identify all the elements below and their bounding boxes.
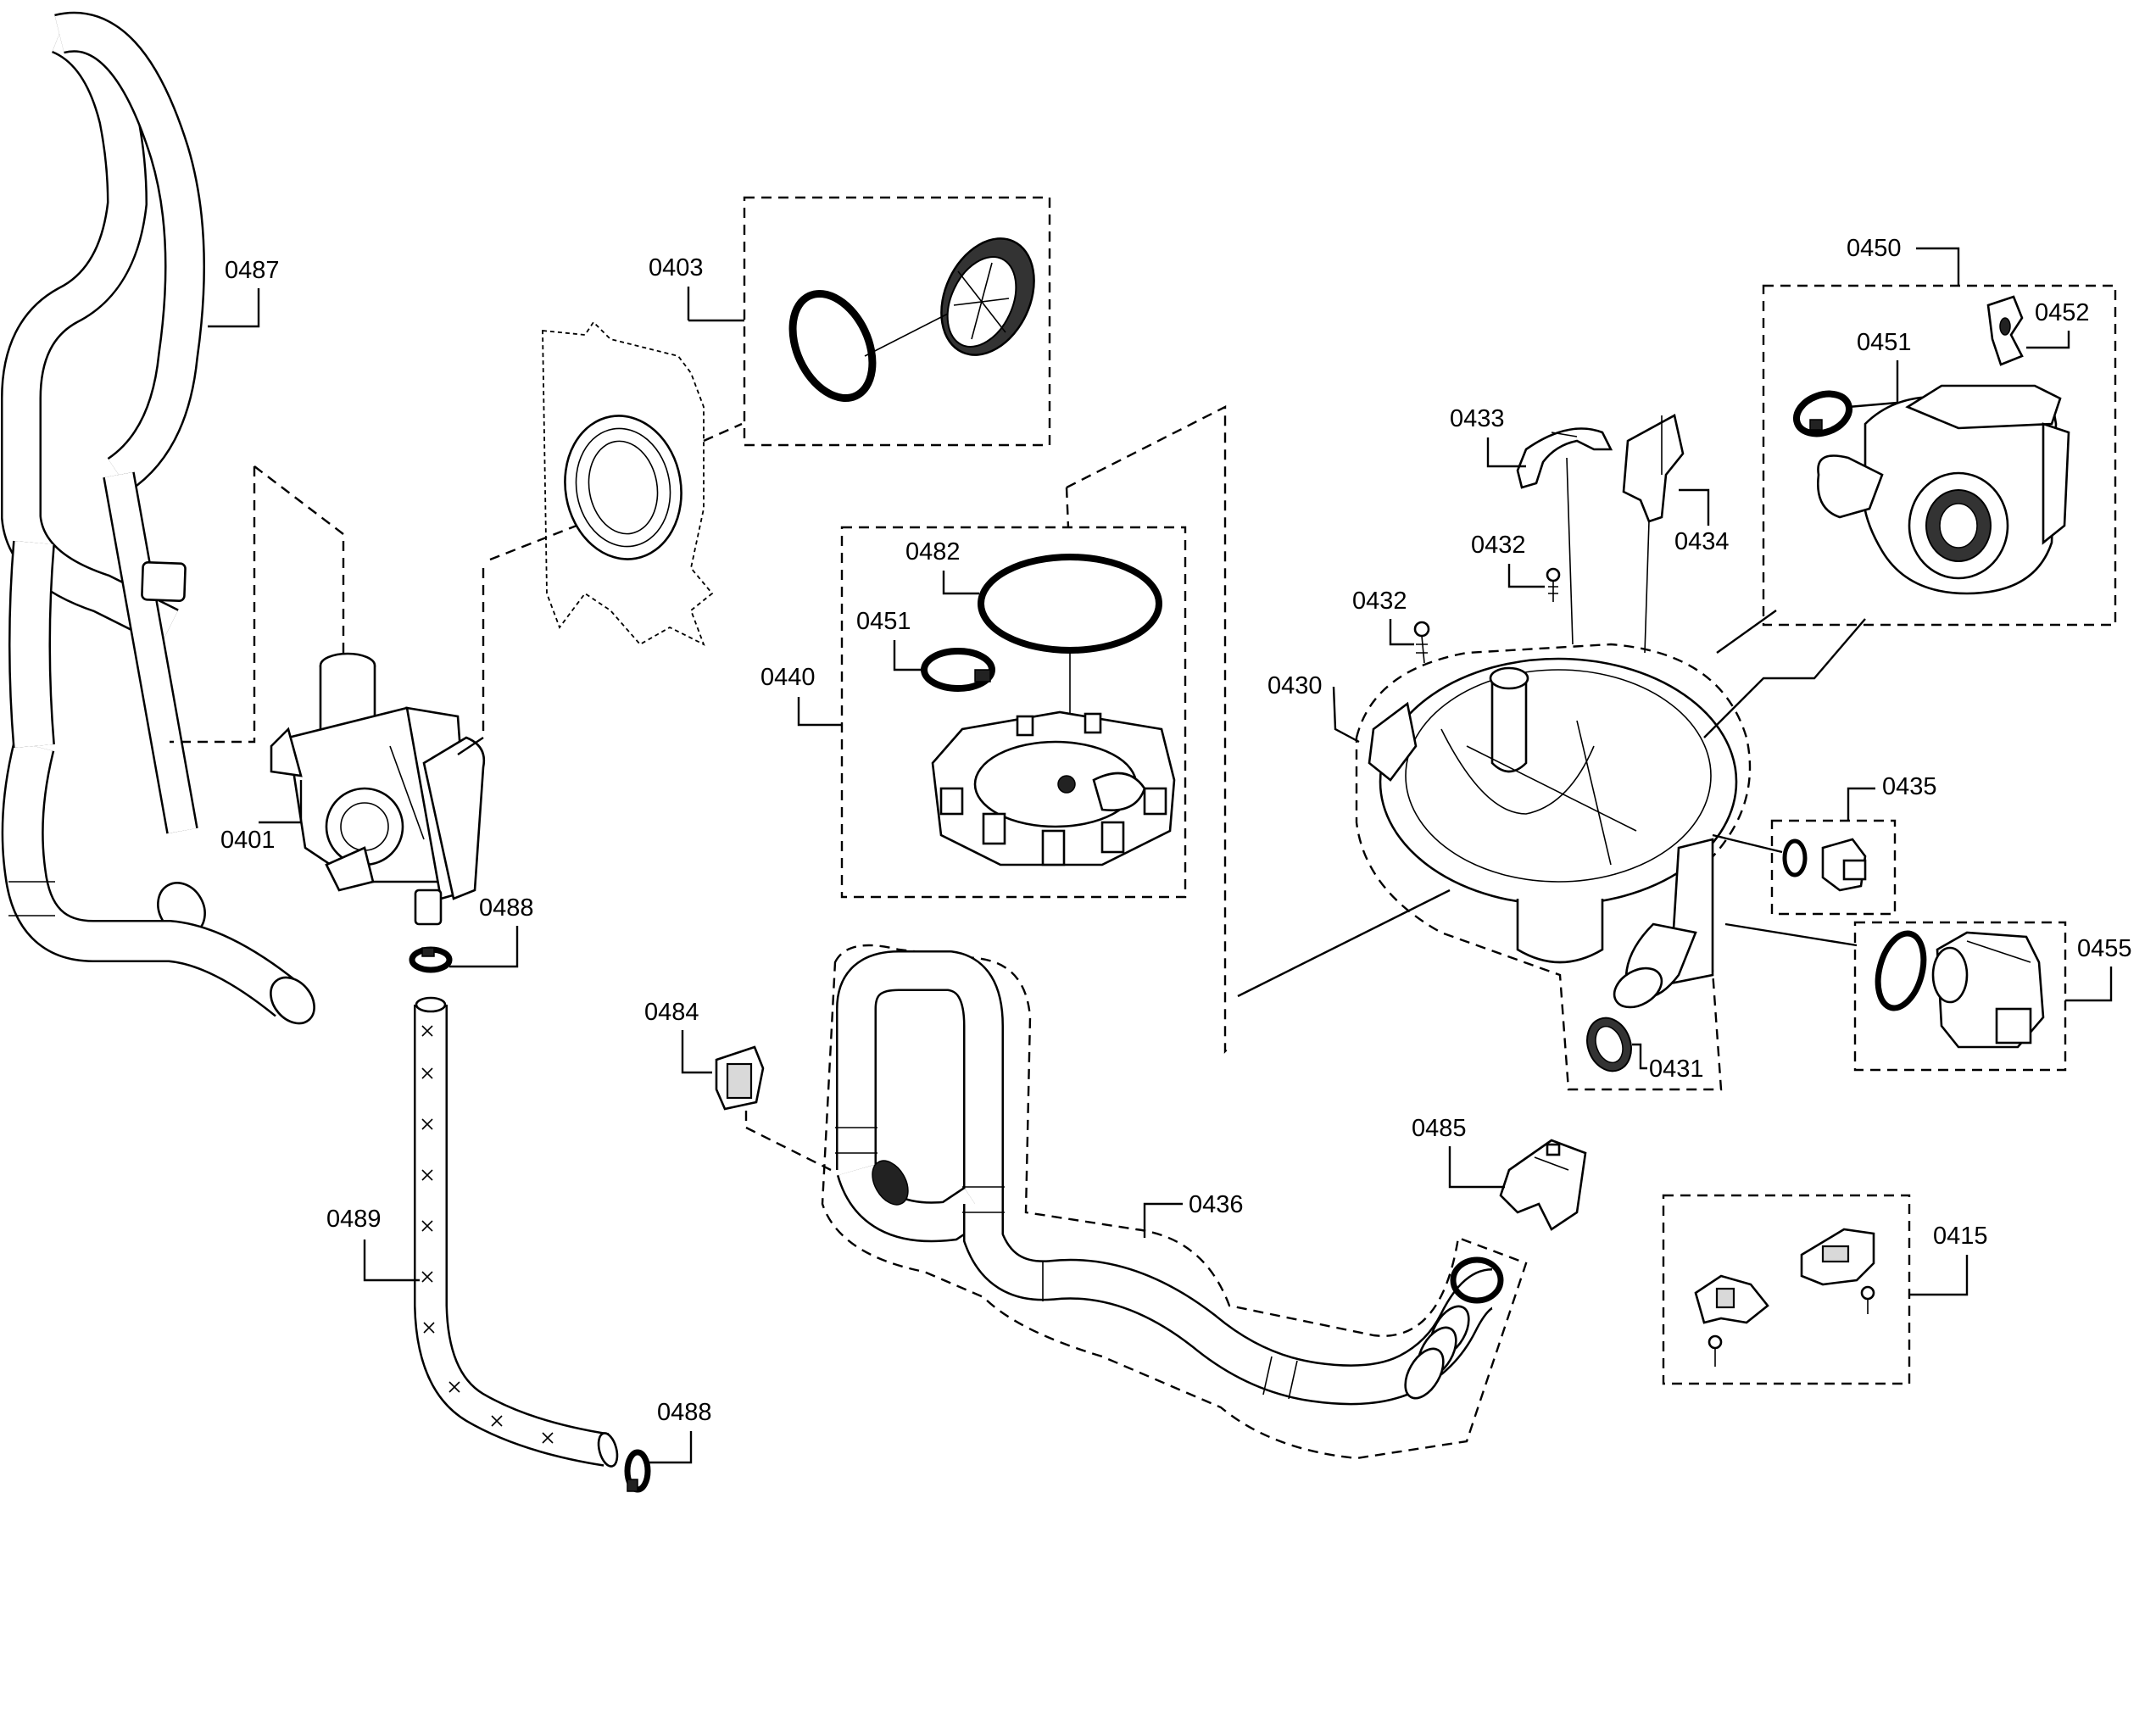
group-box-0450 [1762,284,2117,627]
part-0488-hose-clamp-lower [624,1449,651,1493]
group-box-0403 [743,196,1051,447]
label-0431: 0431 [1649,1056,1704,1083]
label-0434: 0434 [1674,528,1730,555]
part-0431-strainer [1586,1017,1632,1072]
screw-icon [1708,1334,1723,1367]
label-0433: 0433 [1450,405,1505,432]
label-0488-upper: 0488 [479,894,534,922]
part-0488-hose-clamp-upper [409,946,453,973]
label-0403: 0403 [649,254,704,281]
part-0401-pump [270,652,486,926]
part-0484-clip [715,1045,765,1111]
part-0434-connector [1622,414,1685,523]
label-0455: 0455 [2077,935,2132,962]
hose-0487-lower-run [1,540,315,1025]
group-box-0440 [840,526,1187,899]
label-0482: 0482 [905,538,961,565]
label-0415: 0415 [1933,1223,1988,1250]
group-box-0435 [1770,819,1897,916]
label-0432-upper: 0432 [1471,532,1526,559]
part-0455-drain-pump [1875,930,2045,1049]
label-0451-filter: 0451 [856,608,911,635]
label-0432-lower: 0432 [1352,588,1407,615]
label-0440: 0440 [760,664,816,691]
part-0440-filter-assembly [931,710,1176,866]
part-0403-gasket [788,289,877,403]
label-0401: 0401 [220,827,276,854]
part-0436-coupler [1404,1305,1470,1400]
part-0436-drain-hose [835,950,1504,1406]
label-0450: 0450 [1847,235,1902,262]
label-0436: 0436 [1189,1191,1244,1218]
part-0415-mounting-kit [1694,1228,1875,1367]
label-0452: 0452 [2035,299,2090,326]
part-0430-sump [1368,657,1738,1009]
part-0485-hose-adapter [1499,1139,1587,1231]
label-0430: 0430 [1267,672,1323,699]
label-0489: 0489 [326,1206,382,1233]
part-0403-filter-cap [940,237,1035,356]
label-0485: 0485 [1412,1115,1467,1142]
part-0432-screw-upper [1546,567,1561,602]
label-0451-pump: 0451 [1857,329,1912,356]
part-0452-bracket [1986,295,2024,366]
part-0487-drain-hose [0,11,206,936]
part-0432-screw-lower [1413,621,1430,664]
part-0450-heat-pump [1817,384,2070,595]
part-0433-bracket [1516,427,1613,489]
group-box-0415 [1662,1194,1911,1385]
label-0487: 0487 [225,257,280,284]
part-0489-hose [414,996,619,1468]
part-0435-sensor [1782,838,1867,892]
part-0482-o-ring [978,554,1162,654]
group-box-0455 [1853,921,2067,1072]
screw-icon-2 [1860,1285,1875,1314]
part-0403-mounting-panel [542,320,714,646]
part-0451-clamp-pump [1793,390,1852,437]
label-0484: 0484 [644,999,699,1026]
part-0451-clamp-filter [921,648,995,692]
label-0488-lower: 0488 [657,1399,712,1426]
label-0435: 0435 [1882,773,1937,800]
